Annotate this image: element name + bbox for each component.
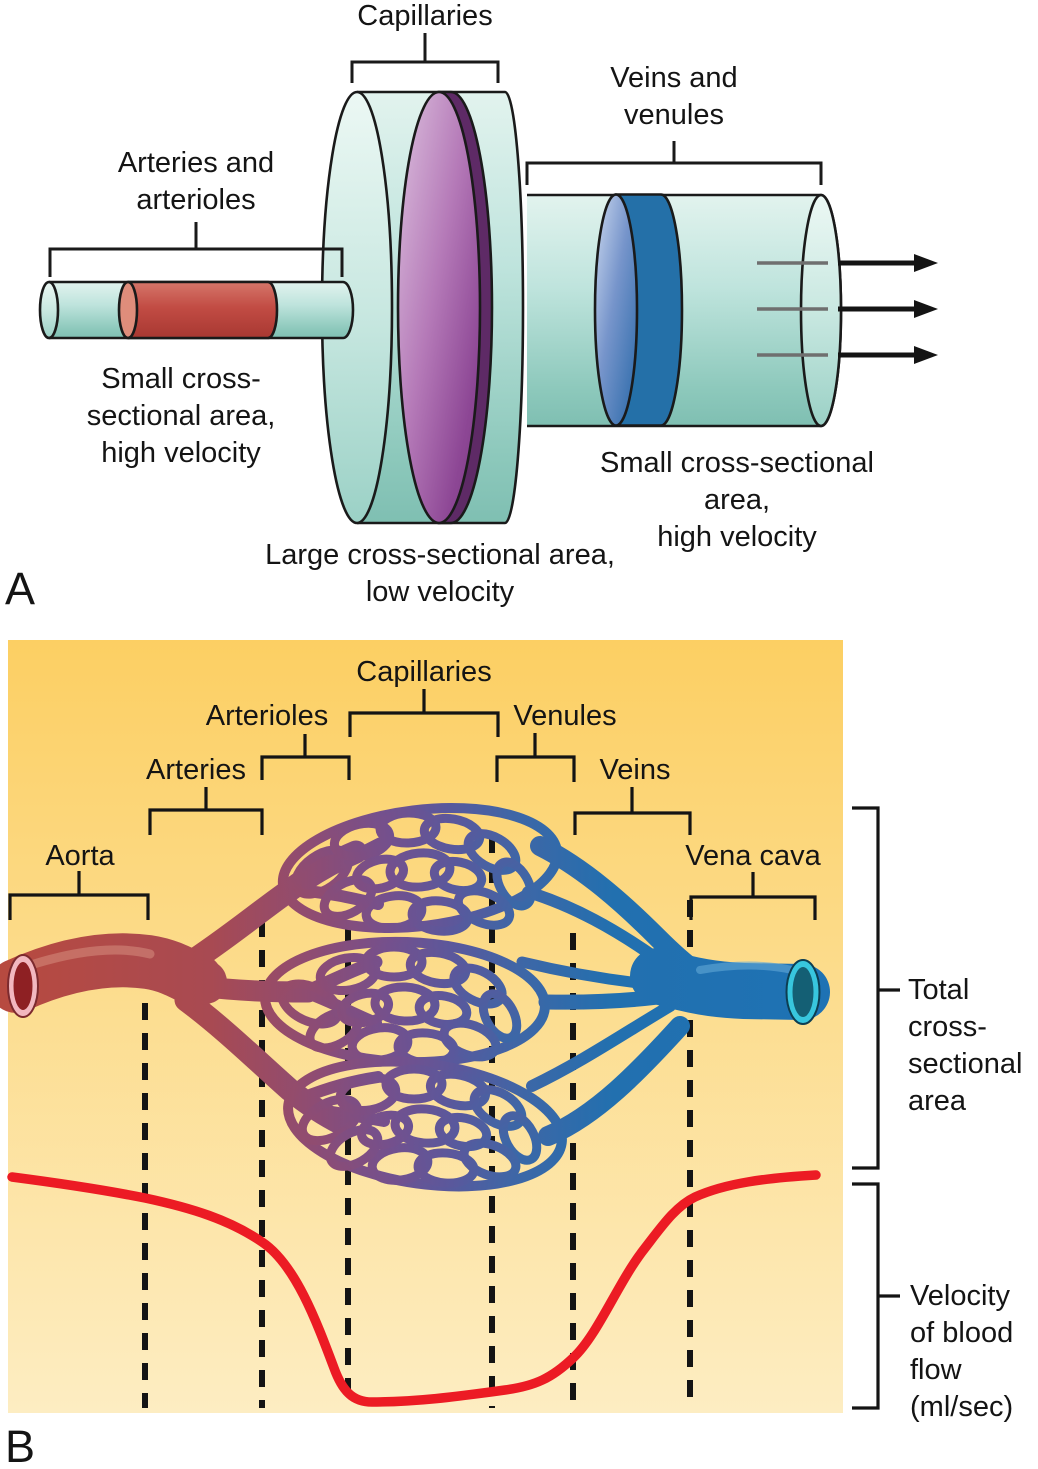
purple-disc [396,90,494,525]
panel-b-background [8,640,843,1413]
blue-disc [593,193,684,427]
panel-b-illustration [0,640,900,1413]
panel-b-brackets [8,689,817,920]
velocity-axis-label: Velocity of blood flow (ml/sec) [910,1280,1014,1424]
panel-a-letter: A [5,563,36,614]
panel-a-arteries-label: Arteries and arterioles [117,147,275,217]
area-bracket [852,806,900,1170]
arteries-tube [38,280,355,340]
panel-b-capillaries-label: Capillaries [356,656,492,688]
axis-brackets [852,806,900,1410]
capillaries-cylinder [320,90,525,525]
panel-a-arteries-caption: Small cross- sectional area, high veloci… [86,363,276,470]
aorta-opening [7,954,39,1018]
capillary-bed-bottom [283,1056,567,1192]
panel-b-aorta-label: Aorta [45,840,115,872]
veins-cylinder [527,193,843,428]
panel-b-venules-label: Venules [513,700,617,732]
velocity-bracket [852,1182,900,1410]
venous-tree [516,836,830,1146]
panel-b-vena-cava-label: Vena cava [685,840,821,872]
panel-a-brackets [48,33,823,277]
panel-b-arterioles-label: Arterioles [205,700,329,732]
panel-a-veins-caption: Small cross-sectional area, high velocit… [600,447,874,554]
panel-a-capillaries-label: Capillaries [357,0,493,32]
panel-a-capillaries-caption: Large cross-sectional area, low velocity [265,539,615,609]
velocity-curve [7,1170,821,1407]
panel-b-veins-label: Veins [599,754,671,786]
total-area-axis-label: Total cross- sectional area [908,974,1023,1118]
red-segment [117,280,279,340]
panel-a-veins-label: Veins and venules [610,62,738,132]
panel-a-illustration [38,33,938,525]
panel-b-letter: B [5,1421,36,1469]
panel-b-arteries-label: Arteries [146,754,246,786]
vena-cava-opening [785,959,821,1025]
flow-arrows [757,254,938,364]
